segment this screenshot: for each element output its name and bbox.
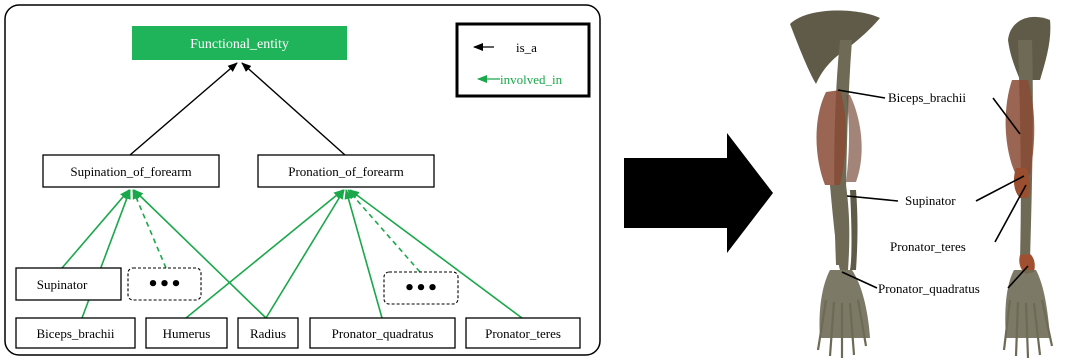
quadratus-node-label: Pronator_quadratus [332, 326, 434, 341]
ellipsis-node-left [127, 267, 202, 301]
big-right-arrow [624, 133, 773, 253]
teres-node-box [465, 317, 581, 349]
supination-node-box [42, 154, 220, 188]
right-biceps-muscle [1005, 80, 1035, 175]
quadratus-leader-right [1007, 265, 1029, 289]
edge-radius-pronation [265, 189, 345, 319]
edge-teres-pronation [349, 189, 523, 319]
teres-node-label: Pronator_teres [485, 326, 561, 341]
biceps-node-label: Biceps_brachii [37, 326, 115, 341]
biceps-leader-left [837, 89, 886, 99]
root-node-label: Functional_entity [190, 37, 289, 52]
left-scapula [790, 10, 880, 84]
pronator-teres-leader [994, 184, 1027, 243]
radius-node-box [237, 317, 299, 349]
edge-humerus-pronation [185, 189, 344, 319]
supination-node-label: Supination_of_forearm [70, 164, 191, 179]
edge-radius-supination [133, 189, 267, 319]
pronation-node-box [257, 154, 435, 188]
label-pronator-teres: Pronator_teres [890, 239, 966, 254]
is-a-edge-supination [129, 62, 238, 156]
legend-box [455, 22, 591, 98]
left-biceps-muscle [816, 90, 846, 185]
right-pronator-quadratus-muscle [1019, 254, 1035, 274]
left-arm-illustration [790, 10, 880, 358]
edge-supinator-supination [61, 189, 130, 269]
edge-quadratus-pronation [344, 189, 383, 319]
edge-dots-pronation [347, 189, 421, 273]
right-arm-illustration [1002, 16, 1054, 359]
legend-is-a-label: is_a [516, 40, 537, 55]
supinator-leader-left [846, 195, 899, 202]
quadratus-node-box [309, 317, 456, 349]
root-node-box [132, 26, 347, 60]
supinator-node-label: Supinator [37, 277, 88, 292]
label-supinator: Supinator [905, 193, 956, 208]
humerus-node-label: Humerus [163, 326, 211, 341]
radius-node-label: Radius [250, 326, 286, 341]
ellipsis-node-right [383, 271, 459, 305]
right-supinator-muscle [1013, 168, 1031, 198]
biceps-node-box [15, 317, 136, 349]
is-a-edge-pronation [241, 62, 346, 156]
supinator-leader-right [975, 175, 1025, 202]
ellipsis-left: ••• [147, 274, 182, 295]
ellipsis-right: ••• [404, 278, 439, 299]
quadratus-leader-left [841, 271, 878, 289]
biceps-leader-right [992, 97, 1021, 135]
label-biceps-brachii: Biceps_brachii [888, 90, 966, 105]
pronation-node-label: Pronation_of_forearm [288, 164, 404, 179]
label-pronator-quadratus: Pronator_quadratus [878, 281, 980, 296]
humerus-node-box [145, 317, 228, 349]
legend-involved-in-label: involved_in [500, 72, 563, 87]
supinator-node-box [15, 267, 122, 301]
